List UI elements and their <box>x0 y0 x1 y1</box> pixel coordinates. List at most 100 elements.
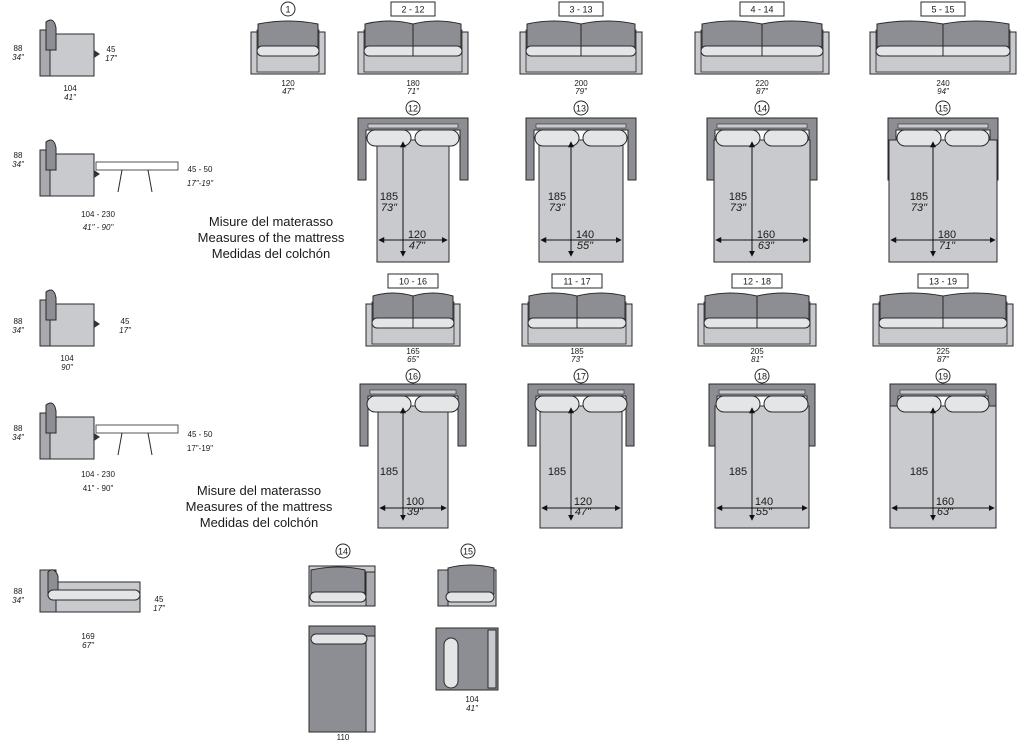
width-inches: 65" <box>407 355 420 364</box>
mattress-width: 180 <box>938 229 956 241</box>
corner-width-inches: 41" <box>466 704 479 713</box>
side-view-chaise <box>39 569 141 613</box>
module-code: 14 <box>338 547 348 557</box>
code-box <box>551 273 603 289</box>
corner-arm <box>437 569 449 607</box>
bed-leg <box>147 169 153 193</box>
module-code: 17 <box>576 372 586 382</box>
pillow-shape <box>715 395 761 413</box>
pillow-shape <box>896 395 942 413</box>
back-cushion <box>576 292 626 323</box>
width-value: 205 <box>750 347 764 356</box>
corner-width: 104 <box>465 695 479 704</box>
chaise-back <box>310 566 366 595</box>
code-box <box>920 1 966 17</box>
sofa-front-shape <box>697 292 817 347</box>
pillow-shape <box>534 395 580 413</box>
side-back <box>39 149 51 197</box>
mattress-length: 185 <box>729 191 747 203</box>
sofa-front-shape <box>365 292 461 347</box>
mattress-width: 160 <box>936 496 954 508</box>
width-inches: 79" <box>575 87 588 96</box>
seat-marker <box>94 433 100 441</box>
pillow-shape <box>445 591 495 603</box>
side-cushion <box>45 19 57 51</box>
module-code: 11 - 17 <box>563 277 590 287</box>
width-inches: 47" <box>282 87 295 96</box>
seat-marker <box>94 170 100 178</box>
module-code: 13 - 19 <box>929 277 957 287</box>
back-cushion <box>580 20 636 51</box>
code-circle <box>573 100 589 116</box>
sofa-front-shape <box>694 20 830 75</box>
mattress-width: 100 <box>406 496 424 508</box>
code-circle <box>573 368 589 384</box>
code-circle <box>460 543 476 559</box>
sofa-front-shape <box>869 20 1017 75</box>
code-box <box>387 273 439 289</box>
side-back <box>39 412 51 460</box>
chaise-arm <box>365 571 376 607</box>
width-value: 220 <box>755 79 769 88</box>
width-value: 185 <box>570 347 584 356</box>
width-inches: 81" <box>751 355 764 364</box>
module-code: 12 <box>408 104 418 114</box>
bed-frame-top <box>899 389 987 395</box>
mattress-length-inches: 73" <box>549 202 566 214</box>
bed-extension <box>95 424 179 434</box>
code-circle <box>754 100 770 116</box>
pillow-shape <box>47 589 141 601</box>
code-circle <box>754 368 770 384</box>
side-back <box>39 29 51 77</box>
pillow-shape <box>715 129 761 147</box>
width-value: 240 <box>936 79 950 88</box>
pillow-shape <box>414 129 460 147</box>
mattress-length-inches: 73" <box>911 202 928 214</box>
sofa-front-shape <box>521 292 633 347</box>
corner-top-back <box>487 629 497 689</box>
module-code: 16 <box>408 372 418 382</box>
mattress-length: 185 <box>380 191 398 203</box>
mattress-width-inches: 55" <box>756 506 773 518</box>
module-code: 1 <box>285 5 290 15</box>
side-cushion <box>45 139 57 171</box>
mattress-width: 140 <box>576 229 594 241</box>
chaise-width: 110 <box>337 733 350 742</box>
bed-frame-top <box>369 389 457 395</box>
mattress-length: 185 <box>548 191 566 203</box>
pillow-shape <box>896 129 942 147</box>
back-cushion <box>756 292 810 323</box>
mattress-width: 160 <box>757 229 775 241</box>
seat-marker <box>94 50 100 58</box>
module-code: 13 <box>576 104 586 114</box>
bed-extension <box>95 161 179 171</box>
bed-top-row-2: 1618510039"1718512047"1818514055"1918516… <box>359 368 997 529</box>
width-value: 200 <box>574 79 588 88</box>
width-inches: 87" <box>937 355 950 364</box>
mattress-width-inches: 55" <box>577 240 594 252</box>
module-code: 14 <box>757 104 767 114</box>
mattress-length-inches: 73" <box>381 202 398 214</box>
mattress-width: 120 <box>408 229 426 241</box>
code-box <box>731 273 783 289</box>
code-circle <box>335 543 351 559</box>
pillow-shape <box>366 395 412 413</box>
back-cushion <box>412 292 454 323</box>
bed-frame-top <box>716 123 808 129</box>
code-circle <box>405 100 421 116</box>
bed-leg <box>147 432 153 456</box>
code-box <box>558 1 604 17</box>
mattress-length-inches: 73" <box>730 202 747 214</box>
